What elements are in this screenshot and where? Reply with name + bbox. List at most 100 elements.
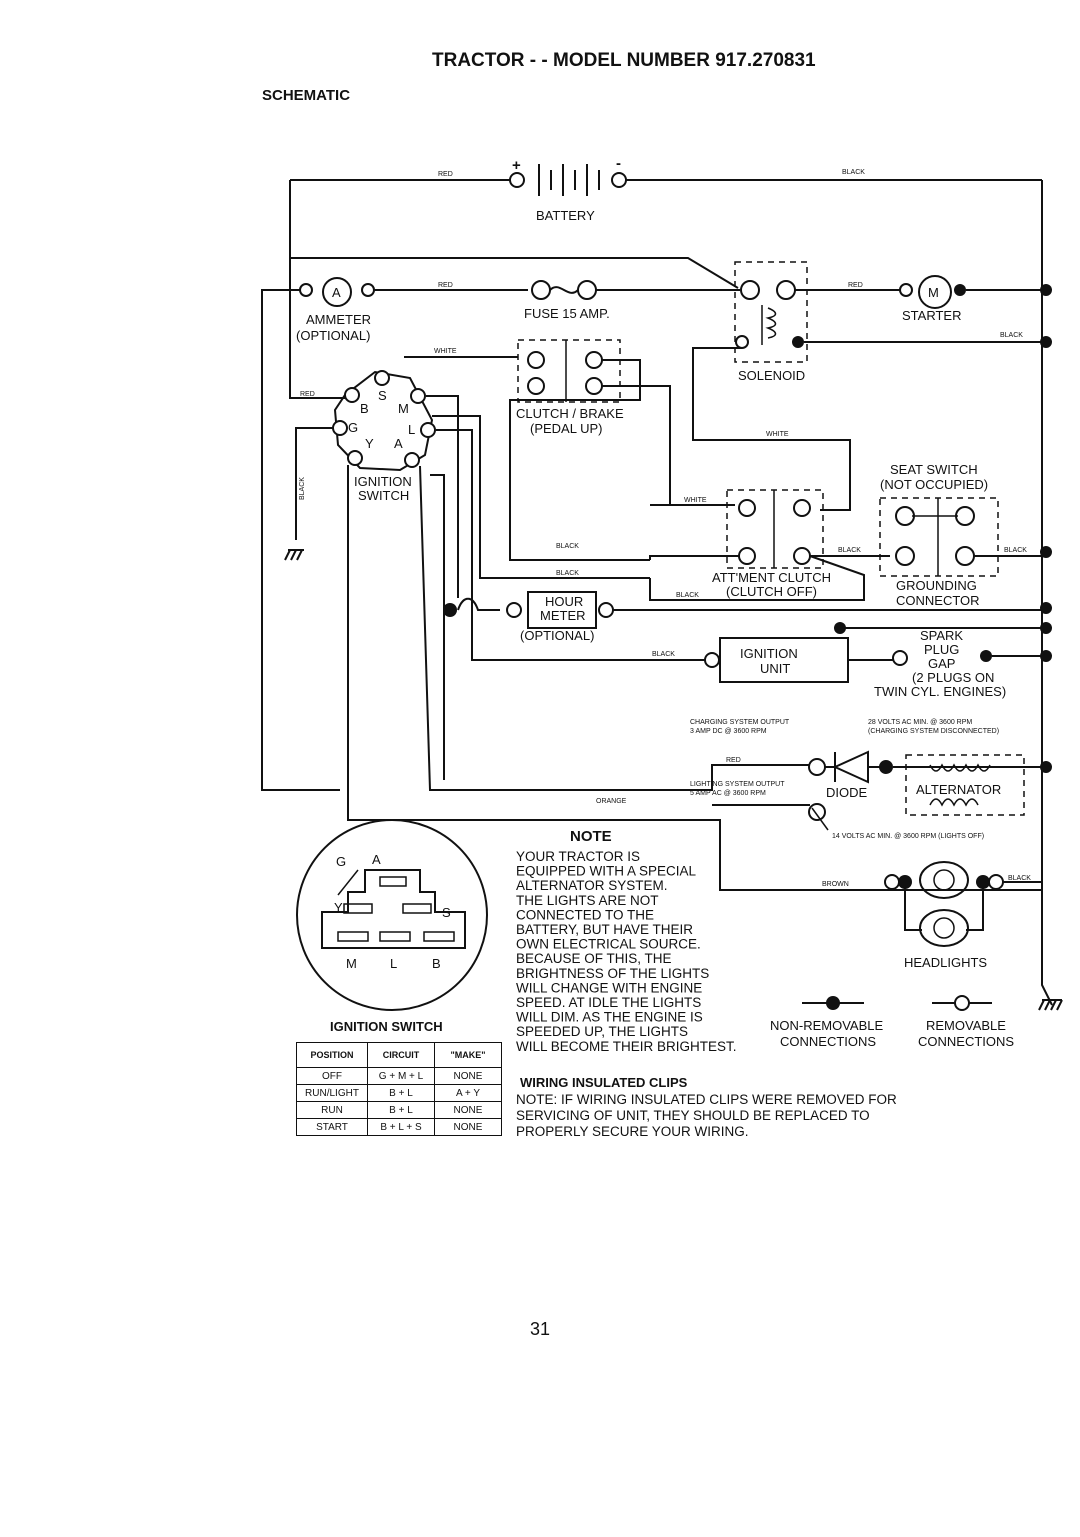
wire-color-black: BLACK (842, 169, 865, 176)
svg-text:L: L (408, 422, 415, 437)
svg-text:S: S (442, 905, 451, 920)
nonremovable-connections: CONNECTIONS (780, 1034, 876, 1049)
svg-text:Y: Y (334, 900, 343, 915)
starter-label: STARTER (902, 308, 961, 323)
wire-color-black: BLACK (1004, 547, 1027, 554)
svg-text:L: L (390, 956, 397, 971)
svg-text:Y: Y (365, 436, 374, 451)
table-row: RUN/LIGHT B + L A + Y (296, 1084, 502, 1102)
wire-color-brown: BROWN (822, 881, 849, 888)
note-line: BATTERY, BUT HAVE THEIR (516, 922, 693, 937)
battery-plus: + (512, 157, 521, 174)
diode: DIODE (808, 750, 893, 800)
note-line: EQUIPPED WITH A SPECIAL (516, 864, 697, 879)
note-line: BECAUSE OF THIS, THE (516, 951, 672, 966)
svg-text:PLUG: PLUG (924, 642, 959, 657)
table-cell: NONE (434, 1118, 502, 1136)
battery-minus: - (616, 155, 621, 172)
alternator-label: ALTERNATOR (916, 782, 1001, 797)
headlights: BROWN BLACK HEADLIGHTS (822, 861, 1042, 970)
clips-line-1: NOTE: IF WIRING INSULATED CLIPS WERE REM… (516, 1092, 897, 1107)
wire-color-white: WHITE (684, 497, 707, 504)
battery-label: BATTERY (536, 208, 595, 223)
lighting-voltage-note: 14 VOLTS AC MIN. @ 3600 RPM (LIGHTS OFF) (832, 833, 984, 840)
svg-text:TWIN CYL. ENGINES): TWIN CYL. ENGINES) (874, 684, 1006, 699)
note-line: SPEEDED UP, THE LIGHTS (516, 1024, 688, 1039)
table-cell: B + L + S (367, 1118, 435, 1136)
svg-text:A: A (372, 852, 381, 867)
svg-text:M: M (398, 401, 409, 416)
wire-color-white: WHITE (766, 431, 789, 438)
hour-meter-label2: METER (540, 608, 586, 623)
seat-switch-label: SEAT SWITCH (890, 462, 978, 477)
table-cell: RUN/LIGHT (296, 1084, 368, 1102)
alternator-voltage: 28 VOLTS AC MIN. @ 3600 RPM (868, 719, 972, 726)
table-cell: RUN (296, 1101, 368, 1119)
note-line: BRIGHTNESS OF THE LIGHTS (516, 966, 709, 981)
svg-text:UNIT: UNIT (760, 661, 790, 676)
alternator-voltage-note: (CHARGING SYSTEM DISCONNECTED) (868, 728, 999, 735)
lighting-output-rating: 5 AMP AC @ 3600 RPM (690, 790, 766, 797)
wire-color-white: WHITE (434, 348, 457, 355)
alternator: ALTERNATOR (893, 754, 1052, 816)
note-line: YOUR TRACTOR IS (516, 849, 640, 864)
diode-label: DIODE (826, 785, 868, 800)
clutch-brake-pedal: (PEDAL UP) (530, 421, 602, 436)
wire-color-black: BLACK (838, 547, 861, 554)
note-line: CONNECTED TO THE (516, 907, 654, 922)
attachment-clutch-label: ATT'MENT CLUTCH (712, 570, 831, 585)
solenoid-label: SOLENOID (738, 368, 805, 383)
schematic-heading: SCHEMATIC (262, 87, 350, 104)
svg-text:M: M (928, 285, 939, 300)
table-header-row: POSITION CIRCUIT "MAKE" (296, 1042, 502, 1068)
note-line: THE LIGHTS ARE NOT (516, 893, 659, 908)
wire-color-red: RED (300, 391, 315, 398)
table-cell: START (296, 1118, 368, 1136)
note-line: OWN ELECTRICAL SOURCE. (516, 937, 701, 952)
svg-text:A: A (394, 436, 403, 451)
attachment-clutch-off: (CLUTCH OFF) (726, 584, 817, 599)
wire-color-red: RED (726, 757, 741, 764)
svg-text:G: G (348, 420, 358, 435)
attachment-clutch-switch: ATT'MENT CLUTCH (CLUTCH OFF) (712, 489, 831, 599)
fuse-label: FUSE 15 AMP. (524, 306, 610, 321)
hour-meter: HOUR METER (OPTIONAL) (443, 591, 1052, 643)
clips-heading: WIRING INSULATED CLIPS (520, 1075, 688, 1090)
svg-text:GAP: GAP (928, 656, 955, 671)
page-title: TRACTOR - - MODEL NUMBER 917.270831 (432, 50, 816, 71)
table-cell: OFF (296, 1067, 368, 1085)
clips-line-2: SERVICING OF UNIT, THEY SHOULD BE REPLAC… (516, 1108, 870, 1123)
table-cell: NONE (434, 1067, 502, 1085)
svg-text:IGNITION: IGNITION (740, 646, 798, 661)
table-cell: A + Y (434, 1084, 502, 1102)
wire-color-red: RED (848, 282, 863, 289)
table-cell: NONE (434, 1101, 502, 1119)
wire-color-black: BLACK (556, 543, 579, 550)
grounding-connector-label: CONNECTOR (896, 593, 980, 608)
ignition-switch-label2: SWITCH (358, 488, 409, 503)
connection-legend: NON-REMOVABLE CONNECTIONS REMOVABLE CONN… (770, 995, 1014, 1049)
ignition-switch: B S M G L Y A IGNITION SWITCH (332, 370, 436, 503)
column-header: POSITION (296, 1042, 368, 1068)
lighting-output: LIGHTING SYSTEM OUTPUT (690, 781, 785, 788)
table-cell: G + M + L (367, 1067, 435, 1085)
hour-meter-optional: (OPTIONAL) (520, 628, 594, 643)
hour-meter-label: HOUR (545, 594, 583, 609)
svg-text:G: G (336, 854, 346, 869)
ignition-switch-table: POSITION CIRCUIT "MAKE" OFF G + M + L NO… (296, 1042, 502, 1136)
svg-text:B: B (360, 401, 369, 416)
svg-text:SPARK: SPARK (920, 628, 963, 643)
note-line: WILL CHANGE WITH ENGINE (516, 980, 702, 995)
table-row: OFF G + M + L NONE (296, 1067, 502, 1085)
svg-text:S: S (378, 388, 387, 403)
ammeter-label: AMMETER (306, 312, 371, 327)
seat-switch: SEAT SWITCH (NOT OCCUPIED) (879, 462, 999, 577)
svg-text:(2 PLUGS ON: (2 PLUGS ON (912, 670, 994, 685)
starter: M STARTER (795, 275, 1052, 323)
note-line: SPEED. AT IDLE THE LIGHTS (516, 995, 701, 1010)
ignition-unit: IGNITION UNIT (704, 637, 893, 683)
svg-text:A: A (332, 285, 341, 300)
charging-output-rating: 3 AMP DC @ 3600 RPM (690, 728, 767, 735)
